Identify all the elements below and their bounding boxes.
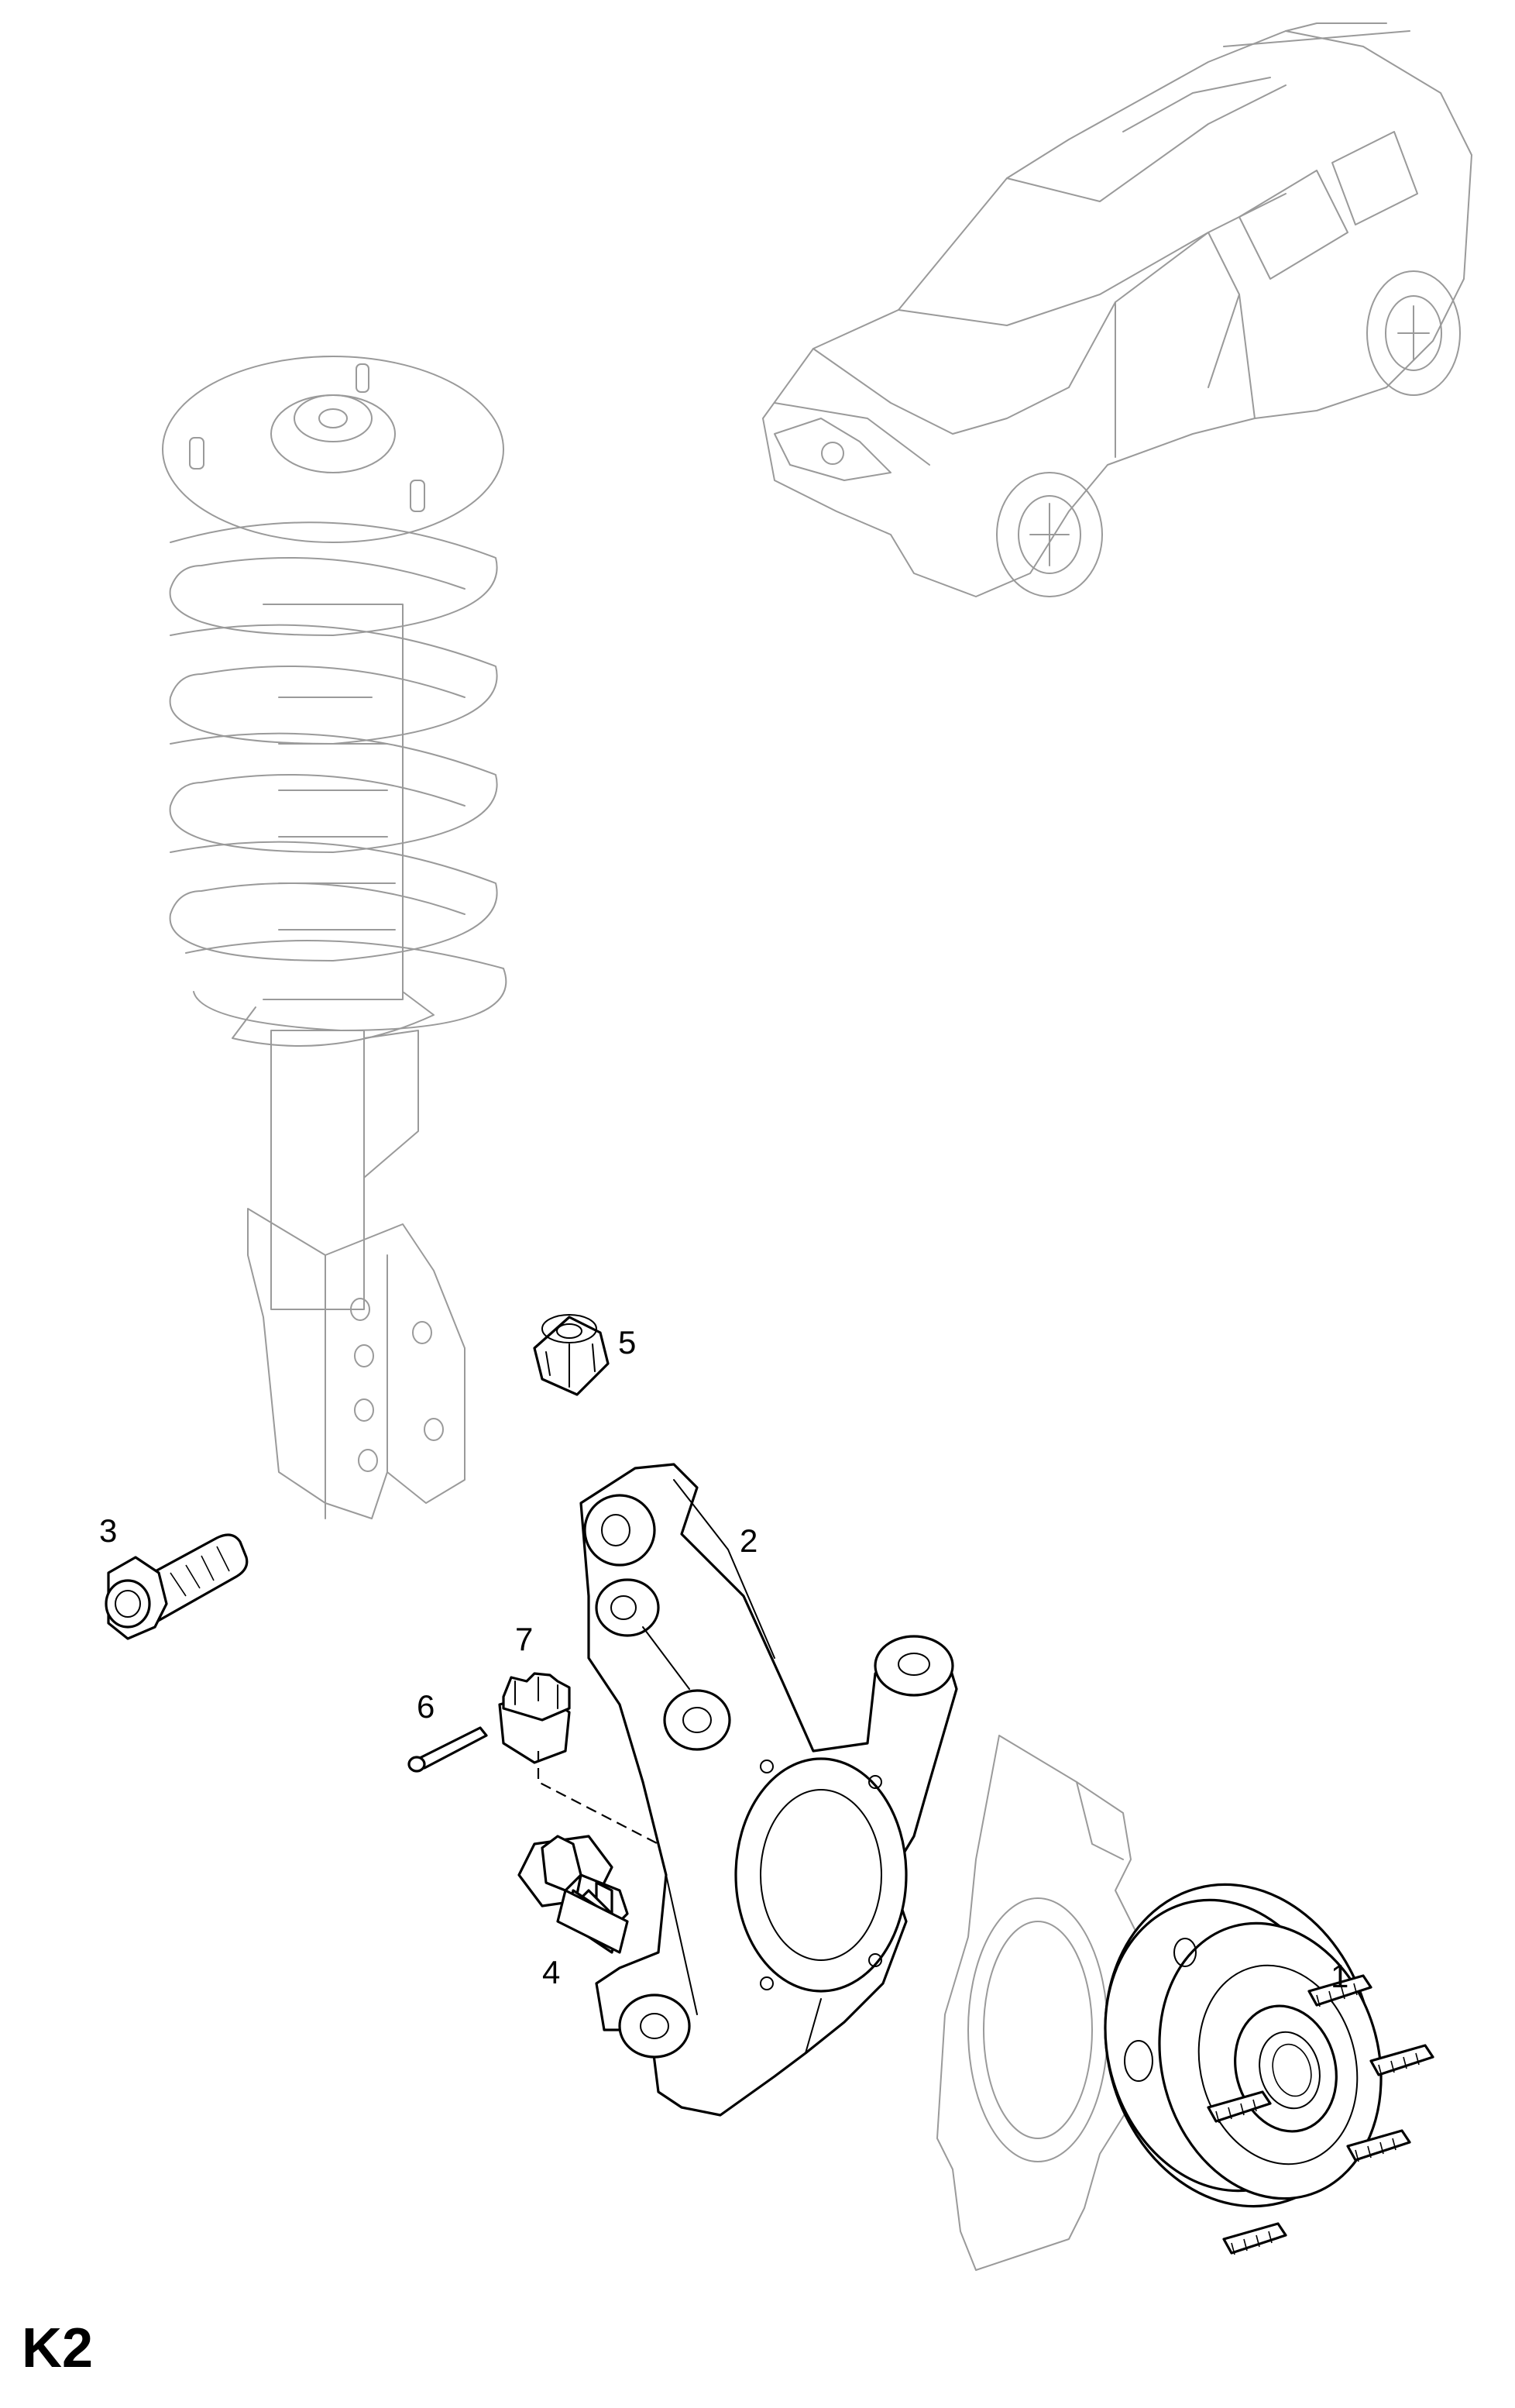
callout-7: 7 (515, 1621, 534, 1657)
backing-plate (936, 1735, 1147, 2271)
strut-assembly (162, 356, 507, 1519)
part-5-flange-nut (533, 1314, 610, 1396)
callout-2: 2 (740, 1522, 758, 1559)
part-1-wheel-hub (1104, 1883, 1434, 2255)
part-6-cotter-pin (407, 1726, 488, 1773)
part-7-castle-nut (498, 1672, 571, 1764)
callout-1: 1 (1331, 1958, 1349, 1994)
part-3-hex-bolt (105, 1533, 249, 1640)
assembly-guide-line (537, 1751, 659, 1845)
callout-6: 6 (417, 1688, 435, 1725)
figure-id-label: K2 (22, 2317, 94, 2379)
part-2-steering-knuckle (579, 1463, 958, 2117)
vehicle-illustration (762, 22, 1472, 597)
part-4-hex-bolt (517, 1835, 629, 1954)
callout-4: 4 (542, 1954, 561, 1990)
callout-5: 5 (618, 1324, 637, 1361)
callout-3: 3 (99, 1512, 118, 1549)
